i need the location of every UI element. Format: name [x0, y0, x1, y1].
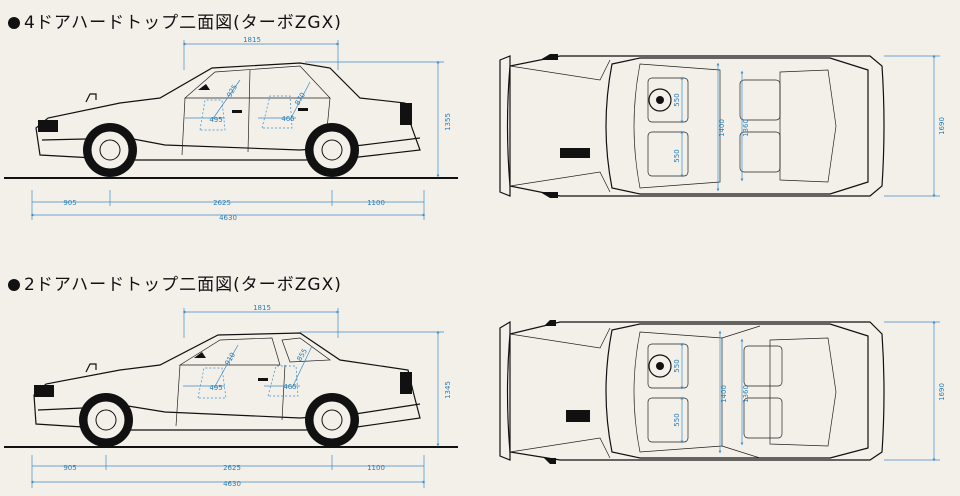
dim-rear-overhang: 1100 [367, 199, 385, 207]
dim-inner-width: 1360 [742, 119, 750, 137]
dim-interior-width: 1400 [718, 119, 726, 137]
front-wheel [83, 123, 137, 177]
dim-overall-length: 4630 [223, 480, 241, 488]
side-view-4door: 1815 905 2625 1100 4630 1355 495 465 925… [4, 36, 458, 222]
dim-inner-width: 1360 [742, 385, 750, 403]
dim-rear-headroom: 870 [293, 91, 307, 107]
dim-front-headroom: 910 [223, 351, 237, 367]
rear-wheel [305, 123, 359, 177]
section-title-4door: 4ドアハードトップ二面図(ターボZGX) [8, 8, 342, 33]
dim-front-overhang: 905 [63, 199, 76, 207]
dim-roof-length: 1815 [243, 36, 261, 44]
dim-front-headroom: 925 [225, 83, 239, 99]
dim-front-seat: 495 [209, 116, 222, 124]
dim-overall-width: 1690 [938, 117, 946, 135]
dim-wheelbase: 2625 [213, 199, 231, 207]
section-title-2door: 2ドアハードトップ二面図(ターボZGX) [8, 270, 342, 295]
dim-wheelbase: 2625 [223, 464, 241, 472]
side-view-2door: 1815 905 2625 1100 4630 1345 495 465 910… [4, 304, 458, 488]
dim-overall-length: 4630 [219, 214, 237, 222]
dim-front-seat-width-b: 550 [673, 149, 681, 162]
dim-rear-seat: 465 [283, 383, 296, 391]
dim-front-seat: 495 [209, 384, 222, 392]
dim-front-seat-width-a: 550 [673, 359, 681, 372]
bullet-icon [8, 279, 20, 291]
bullet-icon [8, 17, 20, 29]
dim-rear-headroom: 855 [295, 347, 309, 363]
dim-height: 1345 [444, 381, 452, 399]
dim-overall-width: 1690 [938, 383, 946, 401]
dim-height: 1355 [444, 113, 452, 131]
dim-front-overhang: 905 [63, 464, 76, 472]
dim-front-seat-width-b: 550 [673, 413, 681, 426]
dim-rear-seat: 465 [281, 115, 294, 123]
rear-wheel [305, 393, 359, 447]
top-view-2door: 550 550 1400 1360 1690 [499, 320, 946, 464]
top-view-4door: 550 550 1400 1360 1690 [499, 54, 946, 198]
dim-roof-length: 1815 [253, 304, 271, 312]
dim-front-seat-width-a: 550 [673, 93, 681, 106]
dim-interior-width: 1400 [720, 385, 728, 403]
dim-rear-overhang: 1100 [367, 464, 385, 472]
front-wheel [79, 393, 133, 447]
